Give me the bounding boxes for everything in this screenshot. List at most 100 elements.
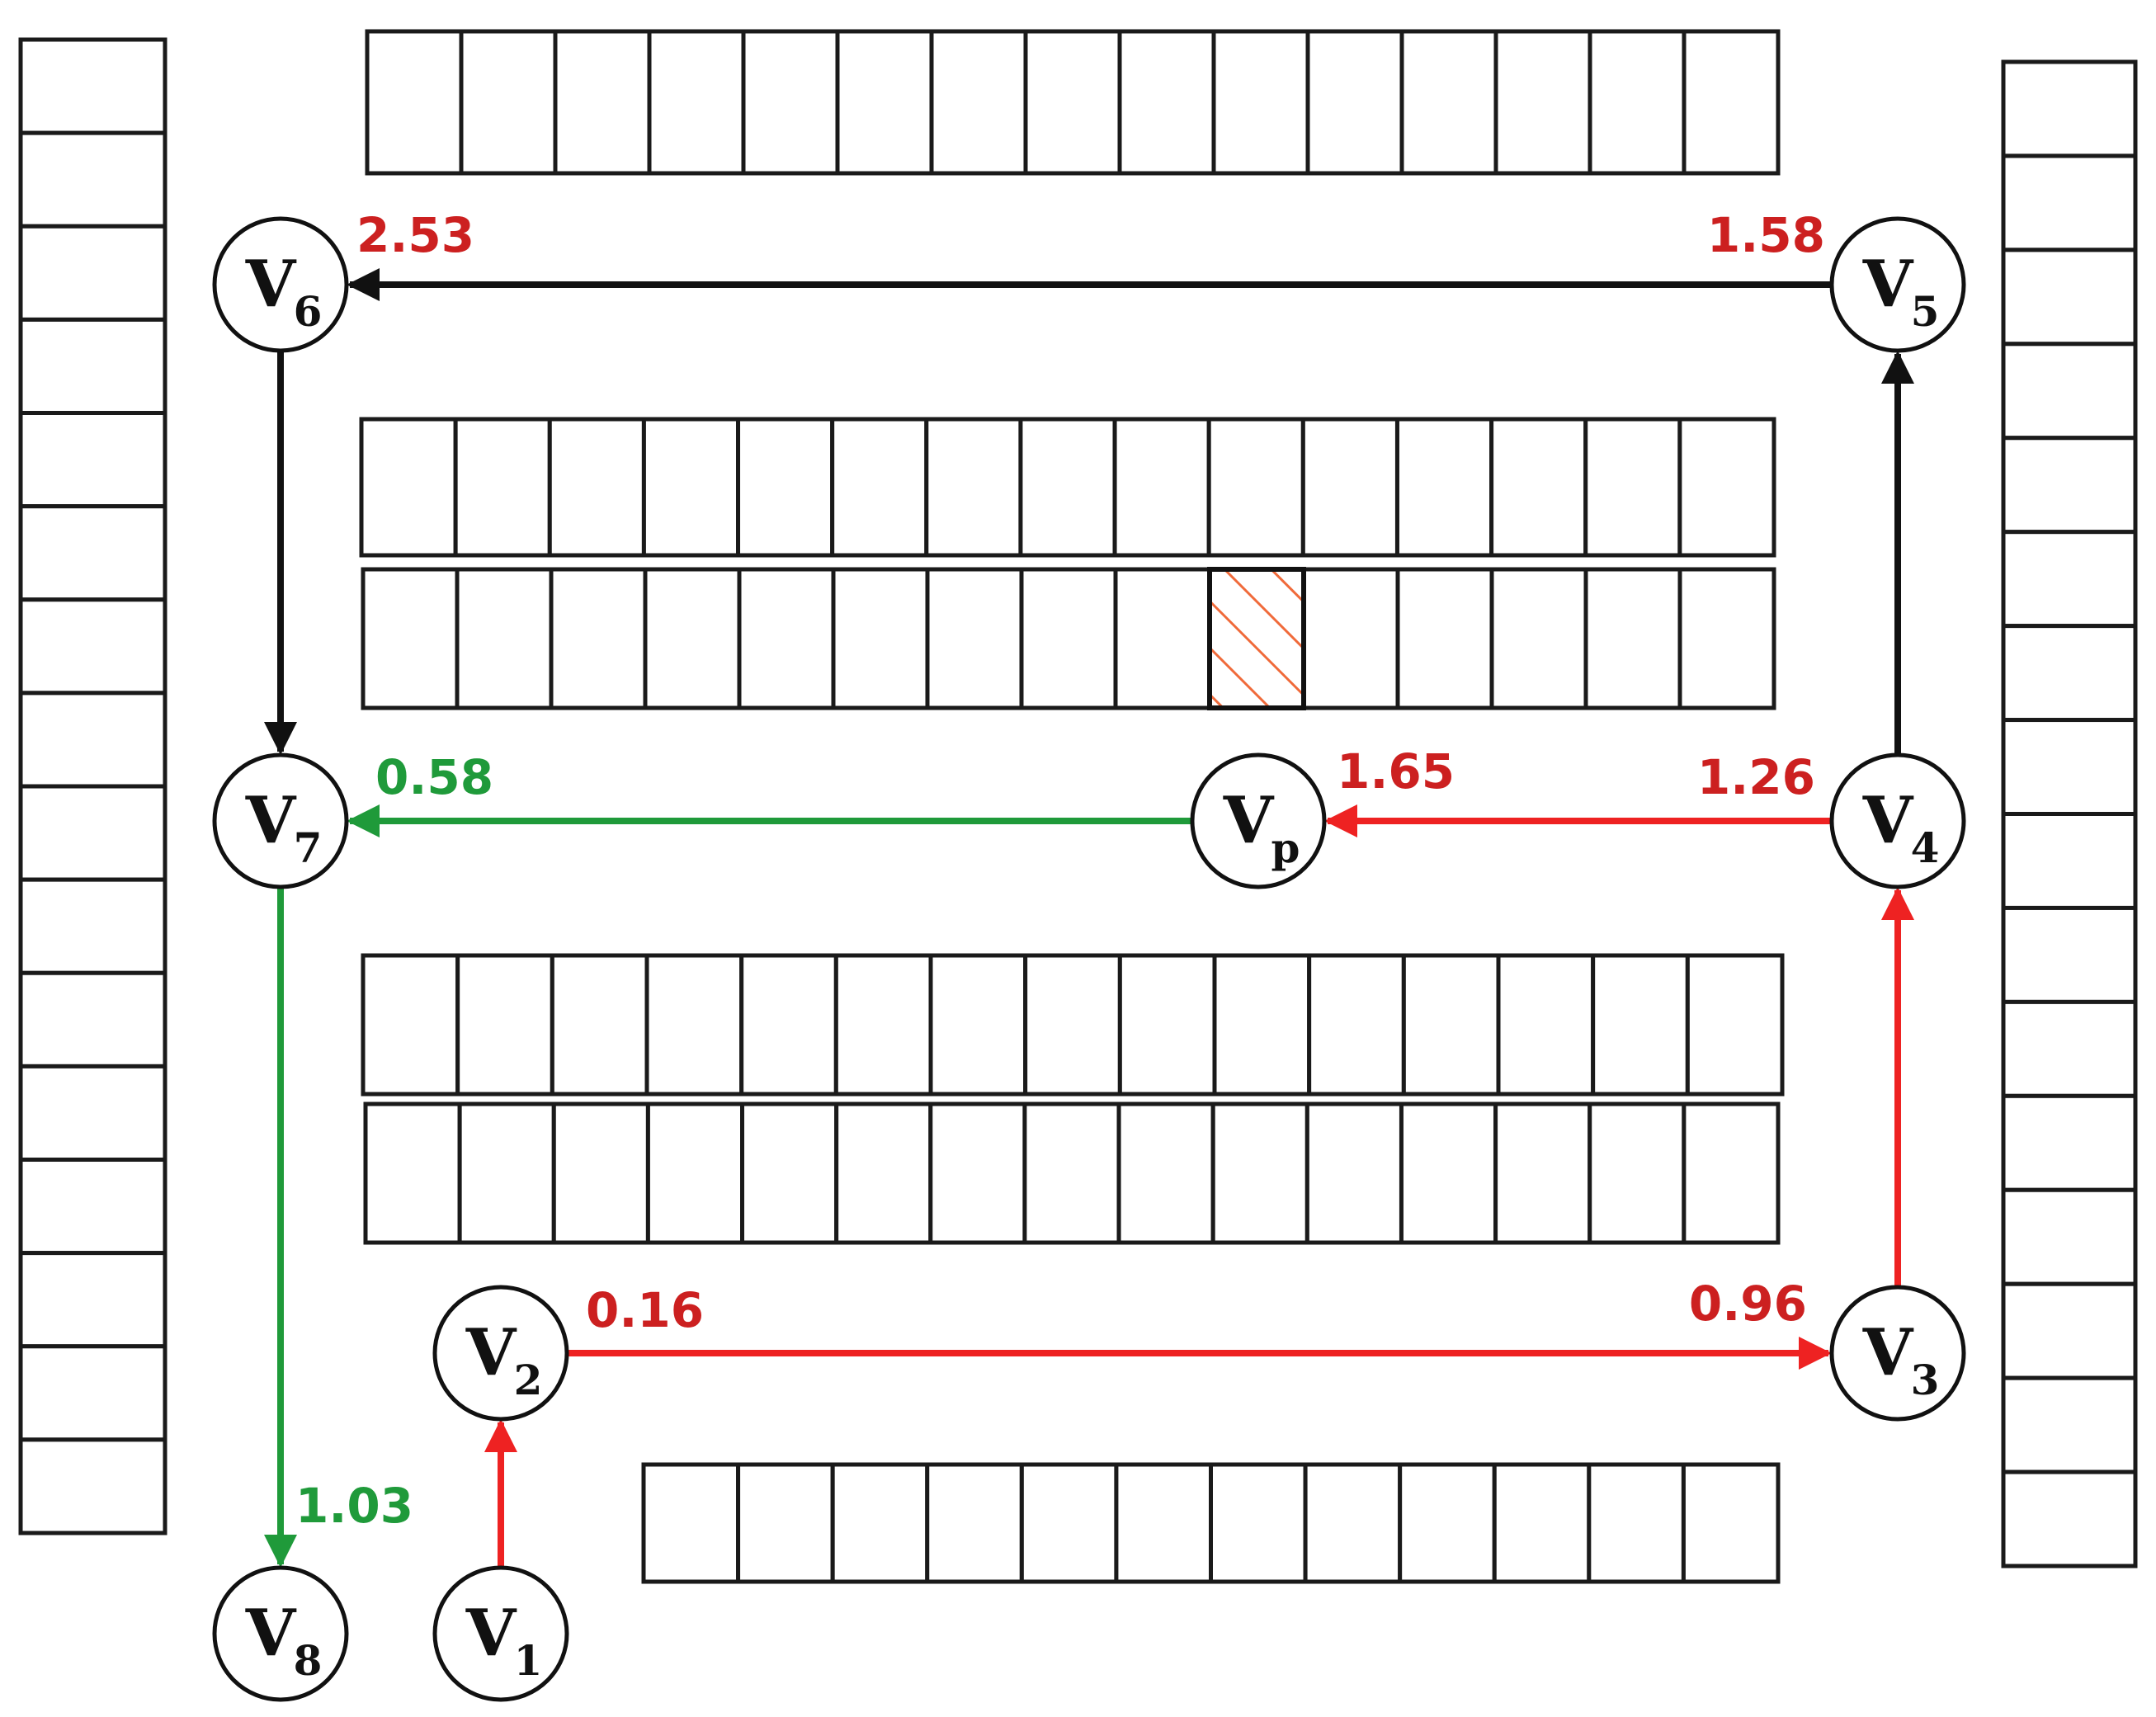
slot (1023, 953, 1122, 1097)
slot (830, 417, 929, 558)
right-slot (2001, 342, 2138, 441)
right-slot (2001, 1469, 2138, 1568)
top-slot (1117, 29, 1216, 176)
bottom-slot (1398, 1462, 1497, 1584)
node-vp: Vp (1190, 752, 1327, 889)
slot (457, 1101, 556, 1245)
node-subscript: 6 (294, 287, 323, 336)
right-slot (2001, 718, 2138, 816)
node-subscript: 2 (514, 1356, 543, 1404)
left-slot (18, 37, 167, 135)
top-slot (1211, 29, 1310, 176)
slot (1307, 953, 1406, 1097)
left-slot (18, 970, 167, 1068)
left-slot (18, 784, 167, 882)
left-slot (18, 1158, 167, 1256)
slot (928, 1101, 1027, 1245)
slot (550, 953, 649, 1097)
top-slot (1305, 29, 1404, 176)
node-subscript: 7 (294, 823, 323, 872)
node-label: V (1862, 783, 1914, 858)
slot (453, 417, 552, 558)
top-slot (741, 29, 840, 176)
node-circle (1829, 216, 1966, 353)
slot (644, 953, 744, 1097)
slot (1401, 953, 1501, 1097)
slot (1206, 417, 1305, 558)
right-slot (2001, 999, 2138, 1098)
node-circle (212, 752, 349, 889)
edge-cost-label: 0.96 (1689, 1276, 1807, 1332)
slot (1112, 417, 1211, 558)
node-subscript: 8 (294, 1636, 323, 1685)
parking-slots (18, 29, 2138, 1584)
top-slot (1493, 29, 1592, 176)
slot (359, 417, 458, 558)
left-slot (18, 877, 167, 975)
node-circle (1190, 752, 1327, 889)
top-slot (459, 29, 558, 176)
slot (1685, 953, 1785, 1097)
top-slot (1682, 29, 1781, 176)
node-circle (212, 216, 349, 353)
bottom-slot (736, 1462, 835, 1584)
slot (1394, 417, 1494, 558)
slot (455, 953, 554, 1097)
slot (1682, 1101, 1781, 1245)
bottom-slot (1587, 1462, 1686, 1584)
slot (1212, 953, 1312, 1097)
top-slot (835, 29, 934, 176)
slot (1489, 417, 1588, 558)
slot (1301, 567, 1400, 710)
bottom-slot (1303, 1462, 1403, 1584)
right-slot (2001, 530, 2138, 629)
slot (645, 1101, 745, 1245)
slot (641, 417, 741, 558)
node-circle (432, 1565, 569, 1702)
slot (1588, 1101, 1687, 1245)
slot (1677, 567, 1776, 710)
node-subscript: 5 (1911, 287, 1940, 336)
node-label: V (465, 1315, 517, 1390)
left-slot (18, 317, 167, 415)
edge-cost-label: 0.58 (375, 749, 493, 805)
node-v6: V6 (212, 216, 349, 353)
slot (363, 1101, 462, 1245)
node-label: V (245, 247, 297, 322)
top-slot (929, 29, 1028, 176)
slot (739, 953, 838, 1097)
right-slot (2001, 59, 2138, 158)
slot (1677, 417, 1776, 558)
node-v1: V1 (432, 1565, 569, 1702)
node-v3: V3 (1829, 1285, 1966, 1422)
slot (925, 567, 1024, 710)
node-label: V (245, 1596, 297, 1671)
left-slot (18, 1251, 167, 1349)
bottom-slot (1492, 1462, 1592, 1584)
edge-cost-label: 1.58 (1707, 207, 1825, 263)
slot (551, 1101, 650, 1245)
slot (361, 953, 460, 1097)
edge-cost-label: 2.53 (356, 207, 474, 263)
slot (1116, 1101, 1215, 1245)
node-circle (212, 1565, 349, 1702)
right-slot (2001, 436, 2138, 535)
right-slot (2001, 1187, 2138, 1286)
right-slot (2001, 812, 2138, 910)
slot (455, 567, 554, 710)
node-v8: V8 (212, 1565, 349, 1702)
bottom-slot (1114, 1462, 1213, 1584)
node-label: V (465, 1596, 517, 1671)
slot (834, 1101, 933, 1245)
top-slot (1399, 29, 1498, 176)
node-circle (1829, 1285, 1966, 1422)
edge-cost-label: 1.26 (1697, 749, 1815, 805)
slot (1489, 567, 1588, 710)
left-slot (18, 130, 167, 229)
slot (833, 953, 933, 1097)
bottom-slot (925, 1462, 1024, 1584)
top-slot (1588, 29, 1687, 176)
node-subscript: p (1271, 823, 1300, 872)
right-slot (2001, 1281, 2138, 1380)
